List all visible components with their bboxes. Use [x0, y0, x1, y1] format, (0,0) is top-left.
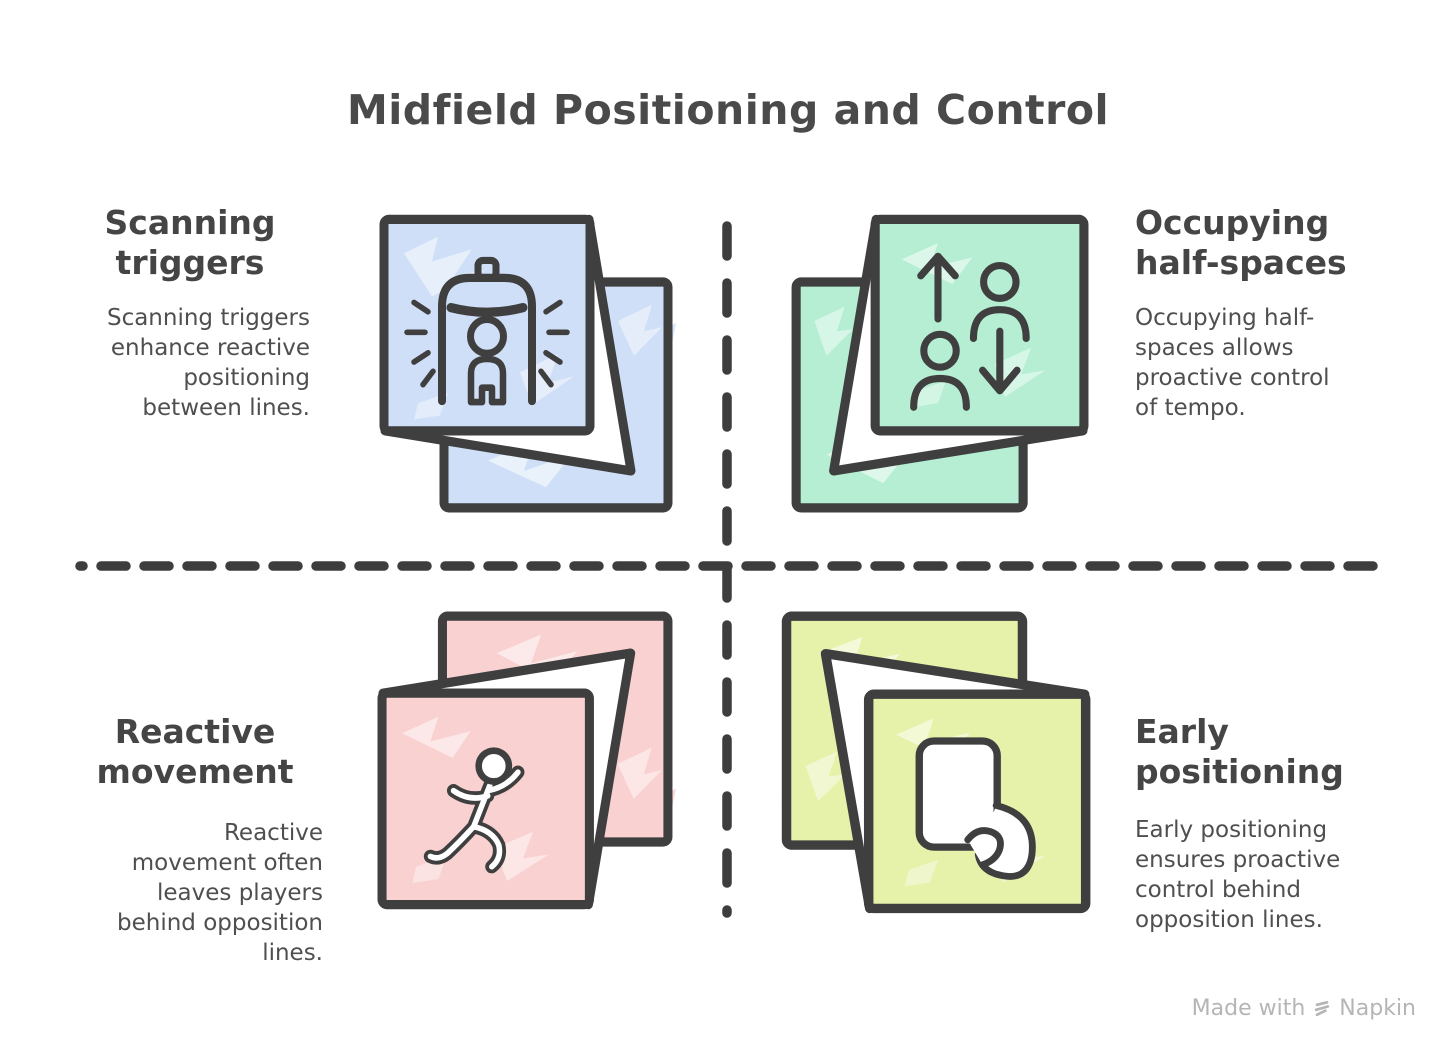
- scribble-gap: [618, 304, 662, 356]
- quadrant-body-text: Scanning triggers enhance reactive posit…: [106, 305, 310, 421]
- page-title: Midfield Positioning and Control: [346, 86, 1110, 134]
- quadrant-heading: Early positioning: [1135, 712, 1344, 791]
- quadrant-heading: Occupying half-spaces: [1135, 203, 1347, 282]
- folded-note-blue: [379, 214, 676, 513]
- scribble-gap: [404, 236, 486, 297]
- quadrant-heading: Scanning triggers: [104, 203, 276, 282]
- quadrant-body-text: Occupying half- spaces allows proactive …: [1135, 305, 1330, 421]
- scanner-rays: [404, 299, 570, 388]
- card-icon: [915, 737, 1001, 851]
- card-in-hand-icon: [915, 737, 1036, 880]
- players-swap-arrows-icon: [910, 252, 1030, 411]
- folded-note-pink: [377, 611, 676, 910]
- scribble-gap: [904, 859, 939, 887]
- scribble-gap: [494, 831, 550, 882]
- napkin-logo-icon: [1315, 1000, 1330, 1016]
- folded-note-lime: [776, 611, 1091, 914]
- quadrant-body-text: Reactive movement often leaves players b…: [117, 820, 323, 966]
- note-front-sheet: [870, 214, 1089, 436]
- scribble-spill: [776, 790, 783, 812]
- watermark-prefix: Made with: [1191, 996, 1306, 1021]
- hand-thumb: [964, 827, 1004, 869]
- quadrant-heading: Reactive movement: [96, 712, 294, 791]
- running-person-icon: [423, 747, 525, 874]
- scribble-gap: [814, 306, 853, 356]
- scribble-spill: [786, 323, 793, 344]
- scribble-gap: [805, 751, 846, 802]
- scribble-gap: [617, 747, 662, 799]
- watermark-brand: Napkin: [1339, 996, 1416, 1021]
- player-top-icon: [980, 261, 1020, 302]
- player-bottom-icon: [920, 330, 960, 371]
- watermark: Made with Napkin: [1192, 996, 1416, 1021]
- scribble-gap: [402, 716, 471, 758]
- folded-note-green: [786, 214, 1089, 513]
- body-scanner-icon: [404, 256, 570, 406]
- quadrant-body-text: Early positioning ensures proactive cont…: [1135, 817, 1341, 933]
- scribble-gap: [913, 380, 947, 408]
